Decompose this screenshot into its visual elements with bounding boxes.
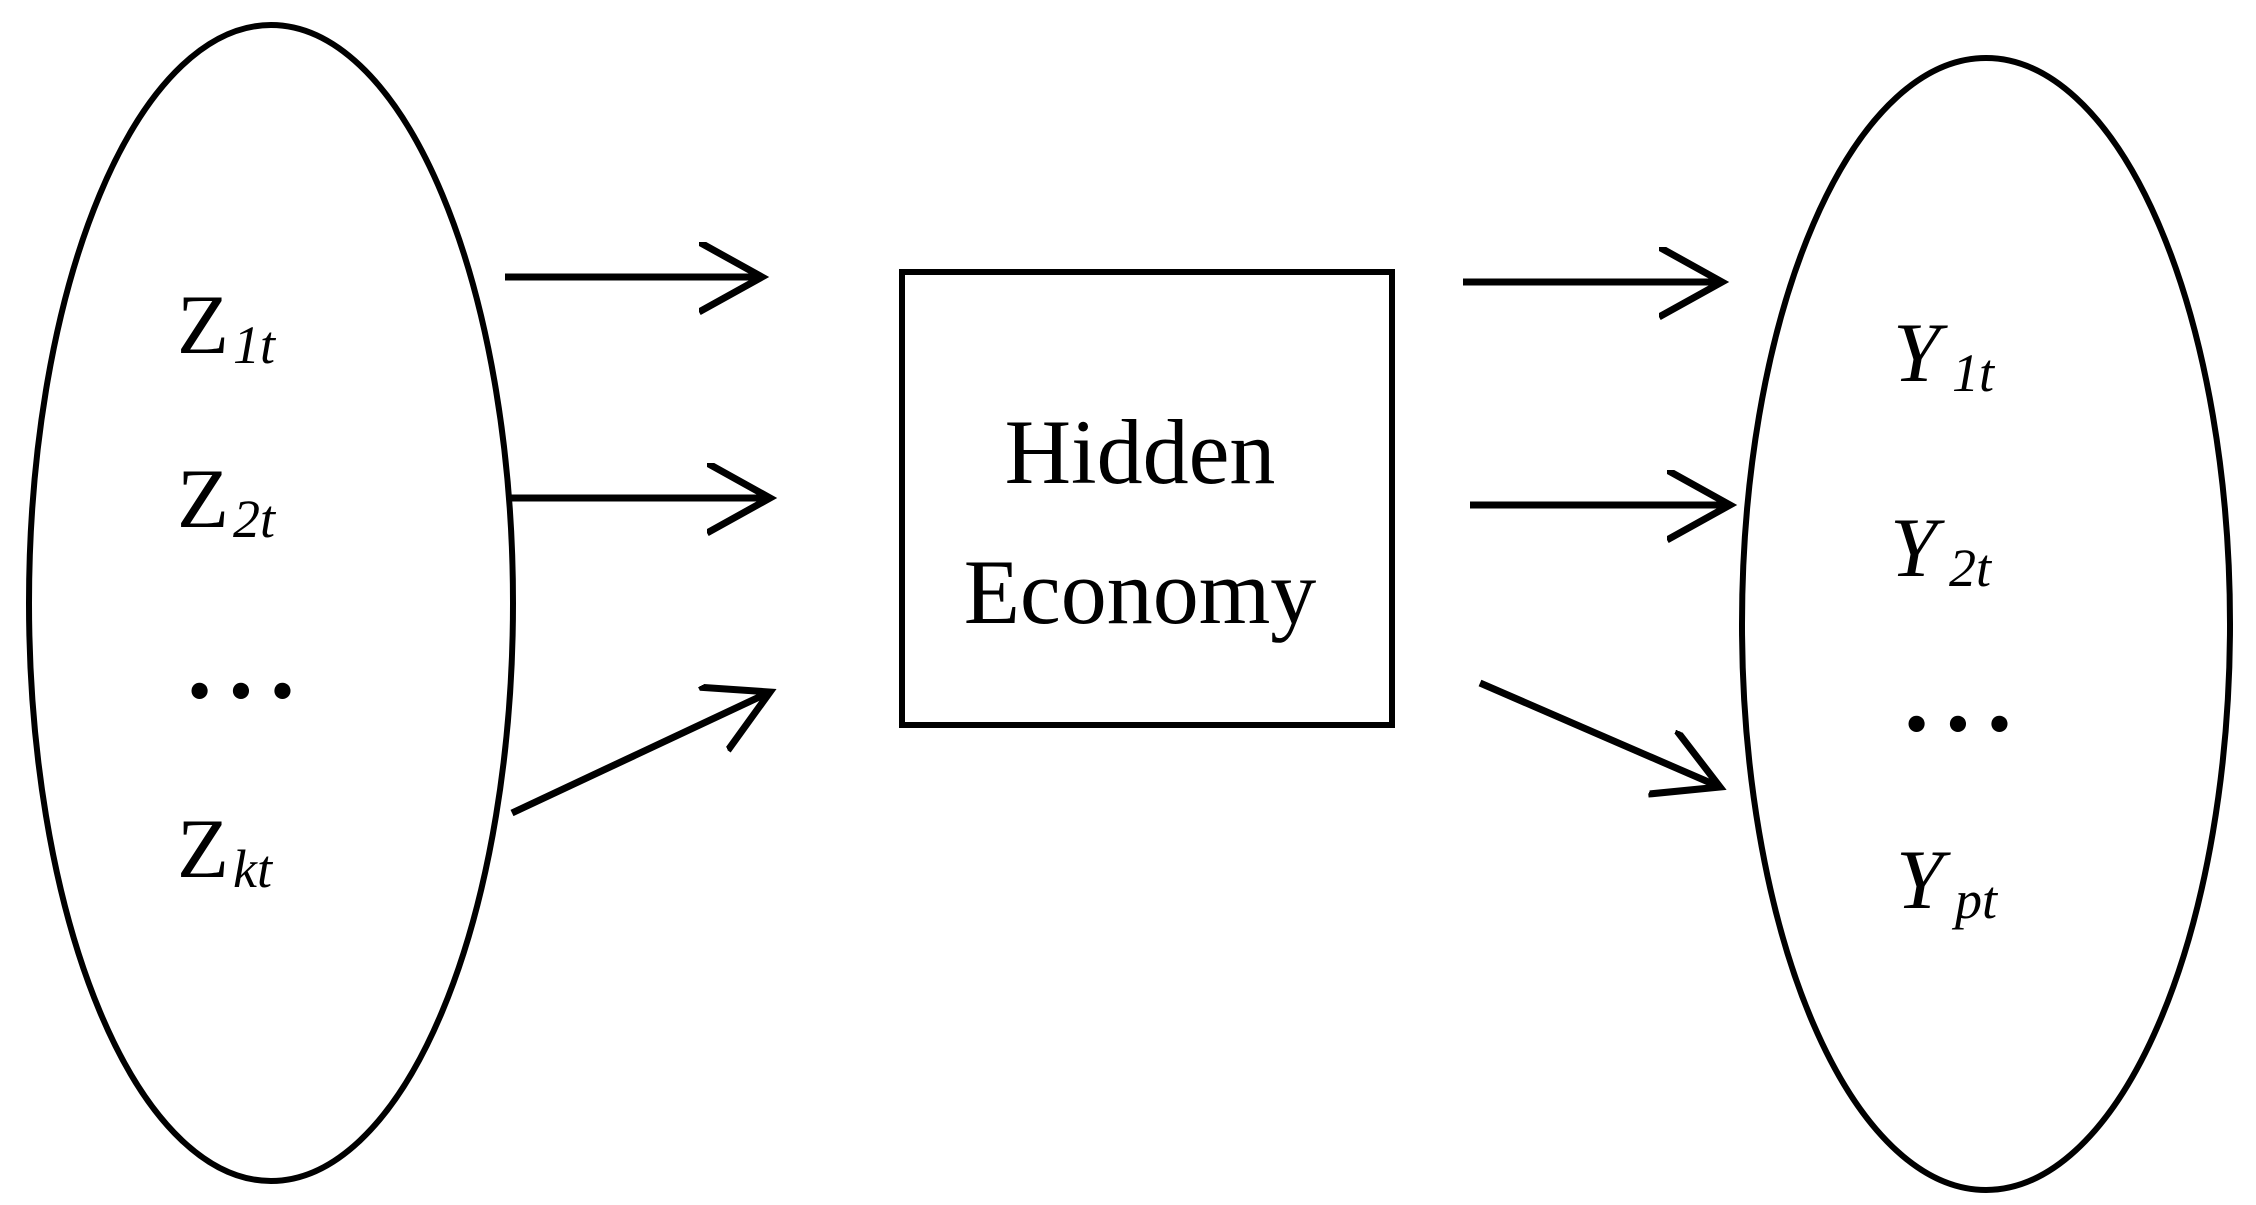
y2-label-base: Y — [1890, 501, 1945, 595]
z2-label-base: Z — [177, 452, 229, 546]
y1-label-subscript: 1t — [1952, 343, 1996, 403]
right-ellipsis: ••• — [1902, 698, 2026, 752]
z2-label-subscript: 2t — [233, 489, 277, 549]
yp-label-subscript: pt — [1951, 870, 1999, 930]
hidden-economy-box — [899, 269, 1395, 728]
y1-label-base: Y — [1893, 306, 1948, 400]
arrow-causes-to-box-3 — [510, 692, 770, 817]
left-ellipsis: ••• — [185, 665, 309, 719]
hidden-economy-label-line2: Economy — [964, 541, 1317, 643]
yp-label-base: Y — [1896, 833, 1951, 927]
arrow-box-to-indicators-3 — [1478, 679, 1720, 787]
right-indicators-ellipse — [1739, 55, 2233, 1193]
z1-label-subscript: 1t — [233, 315, 277, 375]
y2-label-subscript: 2t — [1949, 538, 1993, 598]
zk-label-subscript: kt — [233, 839, 274, 899]
z1-label-base: Z — [177, 278, 229, 372]
hidden-economy-label-line1: Hidden — [1005, 401, 1276, 503]
zk-label-base: Z — [177, 802, 229, 896]
left-causes-ellipse — [26, 22, 516, 1184]
